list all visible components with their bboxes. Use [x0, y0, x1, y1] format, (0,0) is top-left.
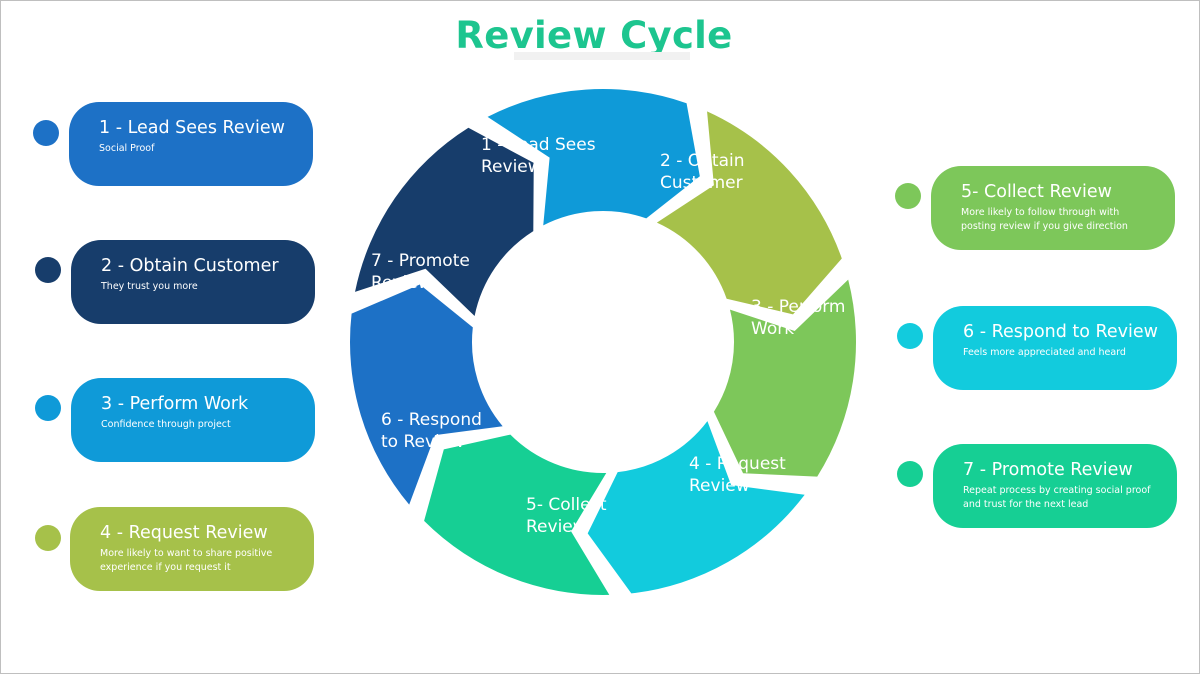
step-1-dot — [33, 120, 59, 146]
wheel-label-1-line2: Review — [481, 157, 542, 177]
wheel-label-7-line2: Review — [371, 273, 432, 293]
wheel-segment-3 — [487, 89, 700, 226]
step-7-callout: 7 - Promote Review Repeat process by cre… — [933, 444, 1177, 528]
step-7-subtitle: Repeat process by creating social proof … — [963, 485, 1151, 510]
step-7-title: 7 - Promote Review — [963, 460, 1133, 480]
wheel-label-7-line1: 7 - Promote — [371, 251, 470, 271]
step-3-callout: 3 - Perform Work Confidence through proj… — [71, 378, 315, 462]
wheel-label-3-line2: Work — [751, 319, 794, 339]
step-4-title: 4 - Request Review — [100, 523, 268, 543]
wheel-label-4-line2: Review — [689, 476, 750, 496]
step-2-subtitle: They trust you more — [101, 281, 198, 292]
wheel-label-6-line2: to Review — [381, 432, 464, 452]
step-2-dot — [35, 257, 61, 283]
page-title: Review Cycle — [455, 14, 733, 57]
step-1-title: 1 - Lead Sees Review — [99, 118, 285, 138]
step-1-callout: 1 - Lead Sees Review Social Proof — [69, 102, 313, 186]
title-underline — [514, 52, 690, 60]
step-6-subtitle: Feels more appreciated and heard — [963, 347, 1126, 358]
step-7-dot — [897, 461, 923, 487]
wheel-label-2-line2: Customer — [660, 173, 743, 193]
step-6-dot — [897, 323, 923, 349]
wheel-label-3-line1: 3 - Perform — [751, 297, 846, 317]
step-4-callout: 4 - Request Review More likely to want t… — [70, 507, 314, 591]
step-5-title: 5- Collect Review — [961, 182, 1112, 202]
step-3-title: 3 - Perform Work — [101, 394, 249, 414]
step-5-dot — [895, 183, 921, 209]
wheel-label-1-line1: 1 - Lead Sees — [481, 135, 596, 155]
wheel-label-2-line1: 2 - Obtain — [660, 151, 745, 171]
step-4-subtitle: More likely to want to share positive ex… — [100, 548, 273, 573]
wheel-segment-5 — [713, 279, 857, 477]
step-2-title: 2 - Obtain Customer — [101, 256, 279, 276]
step-6-title: 6 - Respond to Review — [963, 322, 1158, 342]
wheel-segment-1 — [349, 284, 503, 505]
wheel-label-4-line1: 4 - Request — [689, 454, 786, 474]
step-2-callout: 2 - Obtain Customer They trust you more — [71, 240, 315, 324]
step-3-subtitle: Confidence through project — [101, 419, 231, 430]
wheel-segment-2 — [355, 127, 534, 317]
wheel-label-6-line1: 6 - Respond — [381, 410, 482, 430]
step-1-subtitle: Social Proof — [99, 143, 155, 154]
step-3-dot — [35, 395, 61, 421]
wheel-label-5-line1: 5- Collect — [526, 495, 607, 515]
wheel-segments — [349, 89, 857, 595]
wheel-center — [473, 212, 733, 472]
wheel-segment-6 — [587, 421, 805, 594]
wheel-label-5-line2: Review — [526, 517, 587, 537]
wheel-segment-4 — [656, 111, 842, 315]
step-5-subtitle: More likely to follow through with posti… — [961, 207, 1128, 232]
step-5-callout: 5- Collect Review More likely to follow … — [931, 166, 1175, 250]
wheel-segment-7 — [424, 434, 610, 595]
step-6-callout: 6 - Respond to Review Feels more appreci… — [933, 306, 1177, 390]
step-4-dot — [35, 525, 61, 551]
